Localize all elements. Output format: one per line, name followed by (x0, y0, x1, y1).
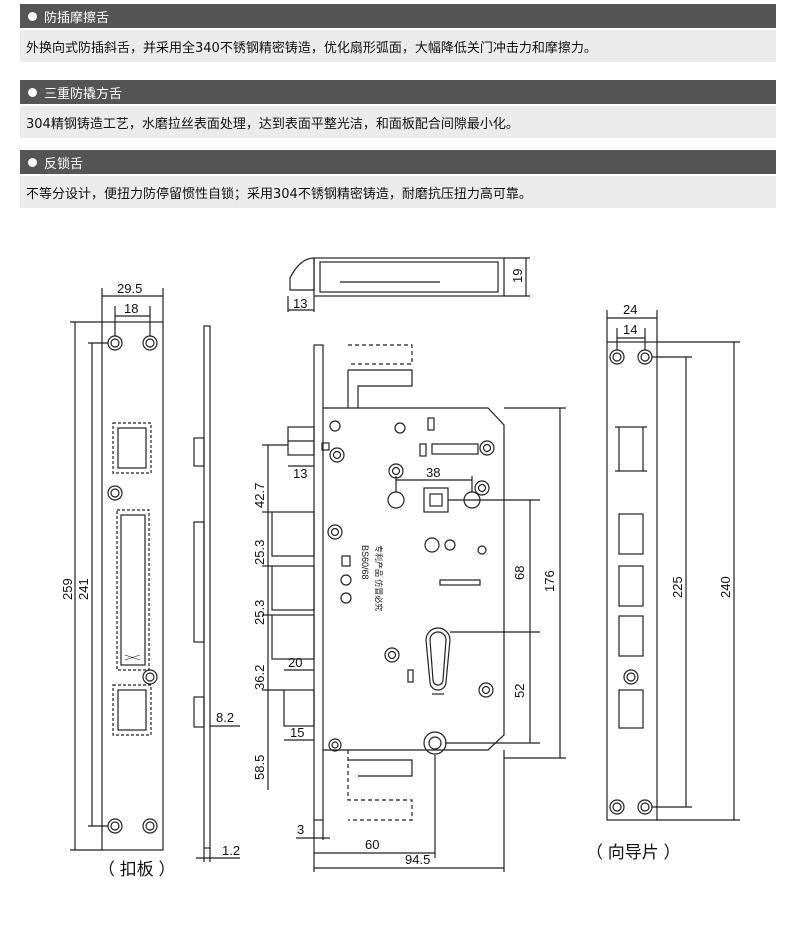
strike-width-outer: 29.5 (117, 281, 142, 296)
dim-36-2: 36.2 (252, 665, 267, 690)
dim-52: 52 (512, 684, 527, 698)
dim-20: 20 (288, 655, 302, 670)
guide-caption: （ 向导片 ） (586, 843, 680, 862)
engraving-model: BS60/68 (360, 545, 370, 580)
guide-plate (606, 341, 658, 821)
guide-height-outer: 240 (718, 576, 733, 598)
screw-hole (142, 818, 158, 834)
section-3-header: 反锁舌 (20, 150, 776, 174)
screw-hole (637, 349, 653, 365)
section-1-body: 外换向式防插斜舌，并采用全340不锈钢精密铸造，优化扇形弧面，大幅降低关门冲击力… (20, 30, 776, 62)
dim-8-2: 8.2 (216, 710, 234, 725)
guide-width-outer: 24 (623, 302, 637, 317)
section-3-body: 不等分设计，便扭力防停留惯性自锁；采用304不锈钢精密铸造，耐磨抗压扭力高可靠。 (20, 176, 776, 208)
dim-176: 176 (542, 570, 557, 592)
screw-hole (142, 335, 158, 351)
section-2-body: 304精钢铸造工艺，水磨拉丝表面处理，达到表面平整光洁，和面板配合间隙最小化。 (20, 106, 776, 138)
lock-technical-drawing: 29.5 18 259 241 （ 扣板 ） 8.2 1.2 13 19 (60, 257, 740, 879)
dim-latch-19: 19 (510, 269, 525, 283)
strike-height-inner: 241 (76, 578, 91, 600)
dim-15: 15 (290, 725, 304, 740)
bullet-icon (28, 157, 37, 167)
guide-height-inner: 225 (670, 576, 685, 598)
section-2-header: 三重防撬方舌 (20, 80, 776, 104)
screw-hole (107, 335, 123, 351)
dim-25-3-a: 25.3 (252, 540, 267, 565)
guide-width-inner: 14 (623, 322, 637, 337)
bullet-icon (28, 87, 37, 97)
strike-plate (101, 321, 164, 851)
section-1-header: 防插摩擦舌 (20, 4, 776, 28)
screw-hole (609, 799, 625, 815)
latch-top-view: 13 19 (287, 257, 530, 312)
dim-60: 60 (365, 837, 379, 852)
engraving-patent: 专利产品 仿冒必究 (374, 545, 384, 611)
dim-13-latch: 13 (293, 466, 307, 481)
dim-3: 3 (297, 822, 304, 837)
strike-height-outer: 259 (60, 578, 75, 600)
screw-hole (107, 818, 123, 834)
screw-hole (637, 799, 653, 815)
dim-94-5: 94.5 (405, 852, 430, 867)
bullet-icon (28, 11, 37, 21)
section-2-title: 三重防撬方舌 (44, 86, 123, 102)
dim-58-5: 58.5 (252, 755, 267, 780)
dim-42-7: 42.7 (252, 483, 267, 508)
section-3-title: 反锁舌 (44, 156, 84, 172)
dim-68: 68 (512, 566, 527, 580)
screw-hole (609, 349, 625, 365)
lock-body: BS60/68 专利产品 仿冒必究 (271, 344, 505, 821)
section-1-title: 防插摩擦舌 (44, 10, 110, 26)
strike-side-view: 8.2 1.2 (193, 325, 240, 862)
strike-caption: （ 扣板 ） (98, 860, 175, 879)
dim-25-3-b: 25.3 (252, 600, 267, 625)
strike-thickness: 1.2 (222, 843, 240, 858)
dim-latch-13: 13 (293, 296, 307, 311)
strike-width-inner: 18 (124, 301, 138, 316)
dim-38: 38 (426, 465, 440, 480)
